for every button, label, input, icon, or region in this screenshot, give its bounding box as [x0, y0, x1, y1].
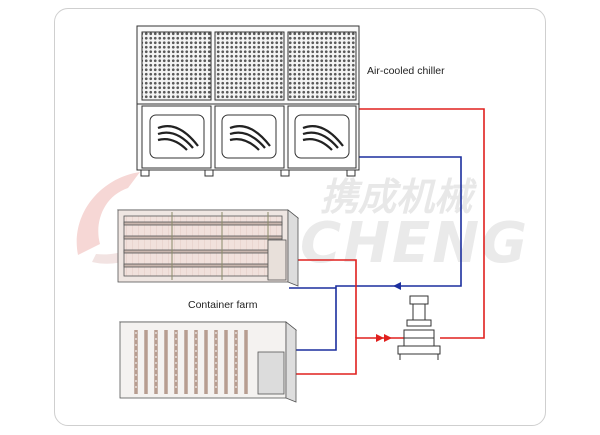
chiller-label: Air-cooled chiller	[367, 65, 445, 77]
return-pipe-chiller	[358, 156, 462, 287]
supply-pipe-loop	[289, 337, 404, 375]
arrow-supply	[384, 334, 392, 342]
return-pipe-loop	[289, 285, 399, 351]
supply-pipe-chiller	[358, 108, 485, 339]
container-farm-towers-icon	[118, 321, 298, 403]
supply-pipe-farm-top	[289, 259, 357, 338]
container-farm-shelves-icon	[116, 209, 300, 287]
watermark-latin: CHENG	[300, 211, 529, 276]
arrow-return	[393, 282, 401, 290]
chiller-icon	[136, 25, 360, 177]
arrow-supply-2	[376, 334, 384, 342]
watermark-chinese: 携成机械	[320, 175, 478, 219]
circulation-pump-icon	[397, 295, 441, 360]
farm-label: Container farm	[188, 299, 258, 311]
